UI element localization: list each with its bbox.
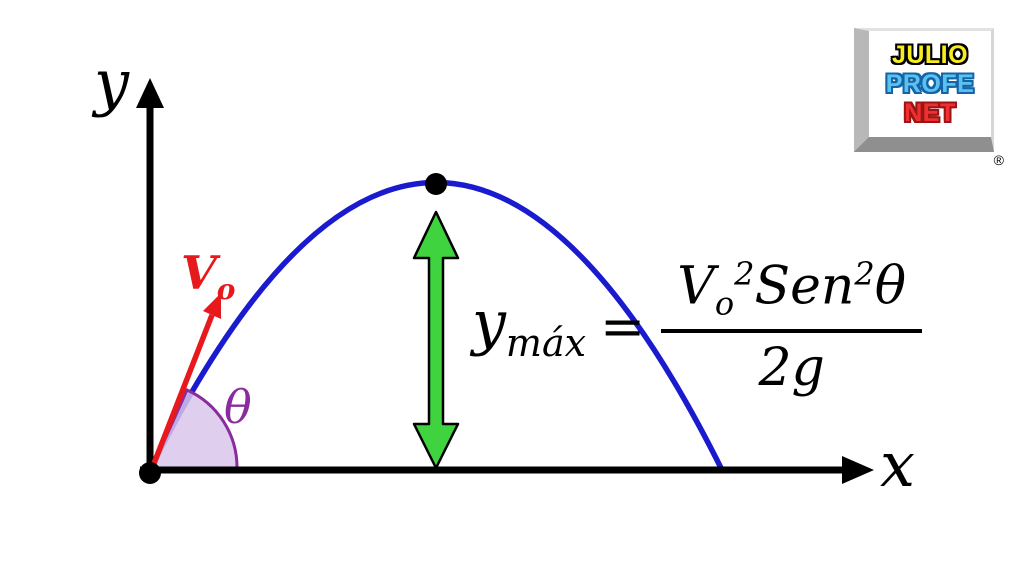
formula-lhs-subscript: máx bbox=[505, 320, 587, 365]
apex-point bbox=[425, 173, 447, 195]
max-height-formula: ymáx = Vo2Sen2θ 2g bbox=[472, 255, 923, 398]
max-height-double-arrow bbox=[412, 210, 460, 470]
formula-denominator: 2g bbox=[758, 337, 825, 398]
initial-velocity-label: Vo bbox=[181, 250, 235, 304]
logo-line-net: NET bbox=[904, 99, 956, 127]
numerator-v: V bbox=[677, 256, 715, 317]
numerator-sen: Sen bbox=[754, 256, 855, 317]
x-axis-label: x bbox=[880, 428, 915, 501]
y-axis-arrowhead-icon bbox=[136, 78, 164, 108]
velocity-vector-line bbox=[150, 313, 215, 468]
formula-lhs: ymáx bbox=[472, 293, 586, 362]
registered-trademark-icon: ® bbox=[993, 152, 1004, 168]
y-axis-label: y bbox=[94, 46, 130, 119]
formula-lhs-symbol: y bbox=[472, 287, 506, 358]
numerator-v-exponent: 2 bbox=[734, 255, 755, 293]
initial-velocity-symbol: V bbox=[181, 246, 217, 300]
velocity-vector-arrowhead-icon bbox=[203, 293, 221, 319]
numerator-v-subscript: o bbox=[714, 284, 735, 323]
numerator-theta: θ bbox=[874, 256, 907, 317]
logo-line-profe: PROFE bbox=[885, 70, 975, 98]
formula-numerator: Vo2Sen2θ bbox=[661, 255, 923, 333]
formula-fraction: Vo2Sen2θ 2g bbox=[661, 255, 923, 398]
julioprofe-logo: JULIO PROFE NET bbox=[854, 28, 994, 152]
angle-theta-label: θ bbox=[224, 380, 252, 434]
equals-sign: = bbox=[600, 295, 646, 359]
origin-point bbox=[139, 462, 161, 484]
numerator-sen-exponent: 2 bbox=[854, 255, 875, 293]
logo-line-julio: JULIO bbox=[891, 41, 969, 69]
initial-velocity-subscript: o bbox=[216, 273, 236, 307]
x-axis-arrowhead-icon bbox=[842, 456, 874, 484]
angle-theta-arc bbox=[149, 388, 239, 470]
